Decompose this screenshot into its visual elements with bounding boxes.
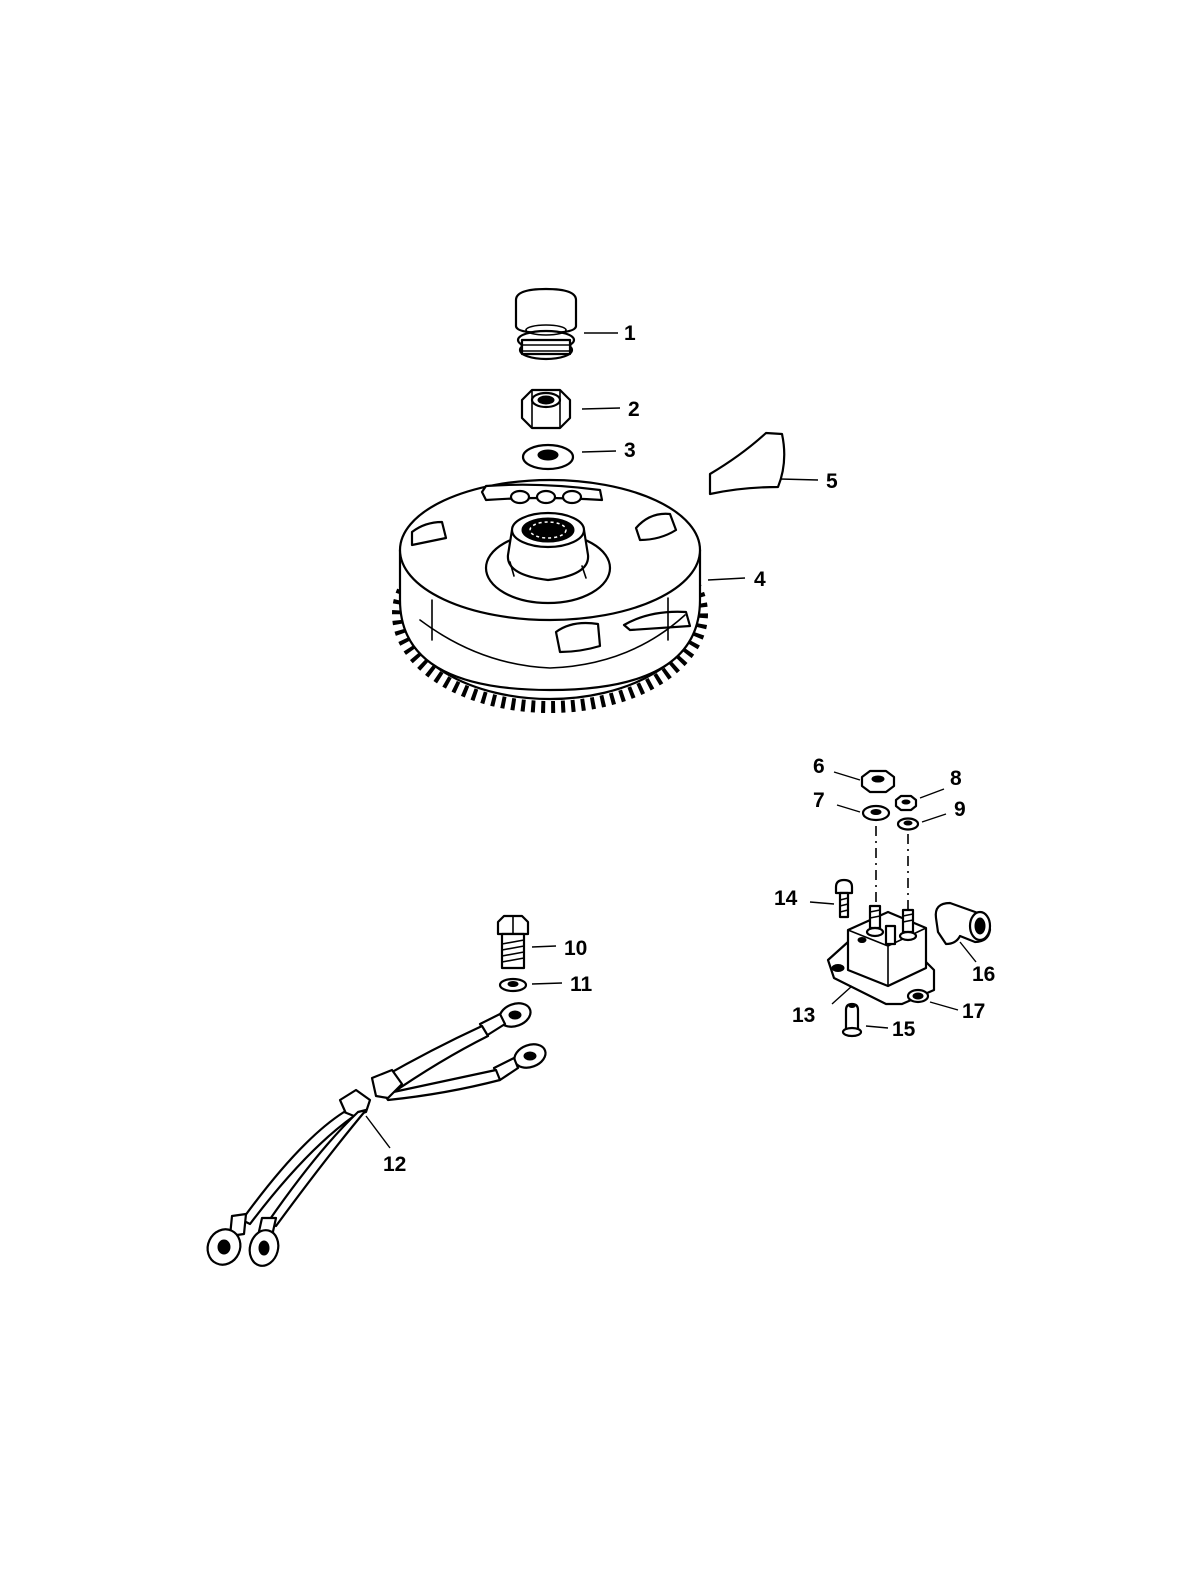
part-10-bolt[interactable] <box>496 914 530 970</box>
svg-text:1: 1 <box>624 322 636 345</box>
part-15-sleeve[interactable] <box>841 1002 863 1038</box>
part-4-flywheel[interactable] <box>392 478 708 713</box>
svg-text:5: 5 <box>826 470 838 493</box>
svg-text:17: 17 <box>962 1000 985 1023</box>
callout-17: 17 <box>929 1000 985 1023</box>
part-3-washer[interactable] <box>521 443 575 471</box>
callout-1: 1 <box>584 322 636 345</box>
svg-text:6: 6 <box>813 755 825 778</box>
part-1-cap[interactable] <box>514 287 578 361</box>
callout-14: 14 <box>774 887 835 910</box>
svg-text:10: 10 <box>564 937 587 960</box>
svg-text:13: 13 <box>792 1004 815 1027</box>
callout-10: 10 <box>531 937 587 960</box>
callout-2: 2 <box>581 398 640 421</box>
part-12-cable[interactable] <box>202 999 549 1270</box>
part-5-key[interactable] <box>708 431 786 496</box>
part-11-lockwasher[interactable] <box>498 977 528 993</box>
part-14-screw[interactable] <box>834 878 854 919</box>
callout-16: 16 <box>959 941 995 986</box>
svg-text:2: 2 <box>628 398 640 421</box>
part-9-washer[interactable] <box>896 817 920 831</box>
callout-9: 9 <box>921 798 966 823</box>
svg-text:9: 9 <box>954 798 966 821</box>
callout-12: 12 <box>365 1115 406 1176</box>
svg-text:14: 14 <box>774 887 798 910</box>
callout-6: 6 <box>813 755 861 781</box>
callout-15: 15 <box>865 1018 916 1041</box>
part-8-nut[interactable] <box>894 794 918 812</box>
part-13-solenoid[interactable] <box>826 904 936 1006</box>
svg-text:15: 15 <box>892 1018 916 1041</box>
callout-11: 11 <box>531 973 593 996</box>
part-16-boot[interactable] <box>934 901 992 946</box>
callout-3: 3 <box>581 439 636 462</box>
part-2-nut[interactable] <box>520 388 572 430</box>
svg-text:7: 7 <box>813 789 825 812</box>
callout-13: 13 <box>792 985 853 1027</box>
callout-7: 7 <box>813 789 861 813</box>
svg-text:8: 8 <box>950 767 962 790</box>
svg-text:11: 11 <box>570 973 593 996</box>
svg-text:3: 3 <box>624 439 636 462</box>
part-7-lockwasher[interactable] <box>861 804 891 822</box>
callout-8: 8 <box>919 767 962 799</box>
callout-5: 5 <box>779 470 838 493</box>
svg-text:16: 16 <box>972 963 995 986</box>
svg-text:4: 4 <box>754 568 766 591</box>
callout-4: 4 <box>707 568 766 591</box>
svg-text:12: 12 <box>383 1153 406 1176</box>
part-6-nut[interactable] <box>860 769 896 794</box>
